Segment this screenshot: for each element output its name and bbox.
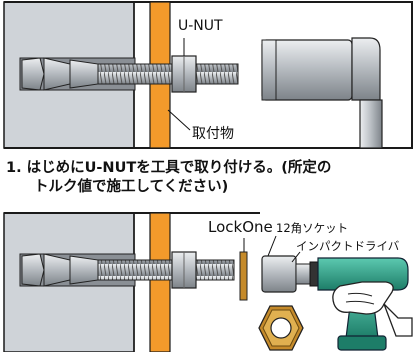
step-caption: 1. はじめにU-NUTを工具で取り付ける。(所定の トルク値で施工してください… bbox=[6, 158, 331, 195]
socket-icon bbox=[261, 37, 383, 149]
label-driver: インパクトドライバ bbox=[296, 239, 400, 253]
label-lockone: LockOne bbox=[208, 218, 273, 236]
caption-line-1: 1. はじめにU-NUTを工具で取り付ける。(所定の bbox=[6, 158, 331, 176]
hand-icon bbox=[332, 281, 413, 337]
panel-2: LockOne 12角ソケット インパクトドライバ bbox=[3, 212, 413, 352]
label-fixture: 取付物 bbox=[192, 126, 234, 142]
label-socket: 12角ソケット bbox=[276, 221, 348, 235]
anchor-bolt-icon bbox=[19, 253, 235, 287]
socket-icon bbox=[261, 255, 311, 293]
fixture-plate-2 bbox=[149, 212, 171, 352]
lockone-washer-icon bbox=[239, 251, 248, 301]
anchor-bolt-icon bbox=[19, 57, 239, 91]
caption-line-2: トルク値で施工してください) bbox=[34, 177, 228, 195]
u-nut-icon bbox=[171, 251, 197, 289]
u-nut-icon bbox=[171, 55, 197, 93]
label-u-nut: U-NUT bbox=[178, 18, 223, 34]
panel-1: U-NUT 取付物 bbox=[3, 1, 413, 149]
panel-1-frame bbox=[4, 1, 413, 149]
hex-nut-icon bbox=[258, 305, 304, 351]
